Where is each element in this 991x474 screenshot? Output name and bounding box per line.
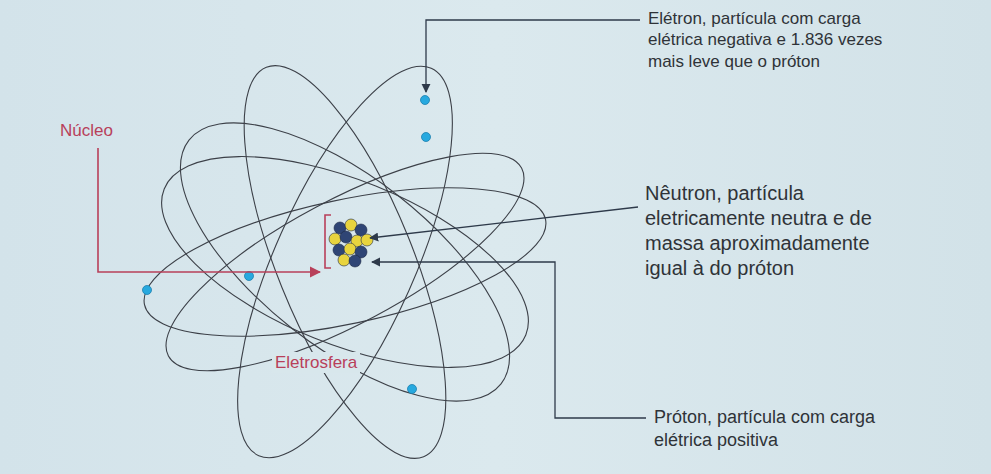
neutron-caption: Nêutron, partícula eletricamente neutra … bbox=[645, 181, 913, 281]
proton-caption: Próton, partícula com carga elétrica pos… bbox=[654, 406, 926, 451]
nucleus-bracket bbox=[325, 215, 331, 268]
nucleus-label: Núcleo bbox=[60, 120, 113, 141]
electrosphere-label: Eletrosfera bbox=[272, 352, 360, 373]
orbits bbox=[132, 40, 559, 474]
neutron-leader bbox=[370, 207, 638, 238]
electron-caption: Elétron, partícula com carga elétrica ne… bbox=[648, 8, 910, 72]
electrons bbox=[143, 96, 431, 394]
proton-leader bbox=[372, 262, 646, 418]
nucleus-leader bbox=[98, 148, 320, 272]
electron-leader bbox=[426, 20, 640, 92]
nucleus bbox=[329, 219, 373, 267]
